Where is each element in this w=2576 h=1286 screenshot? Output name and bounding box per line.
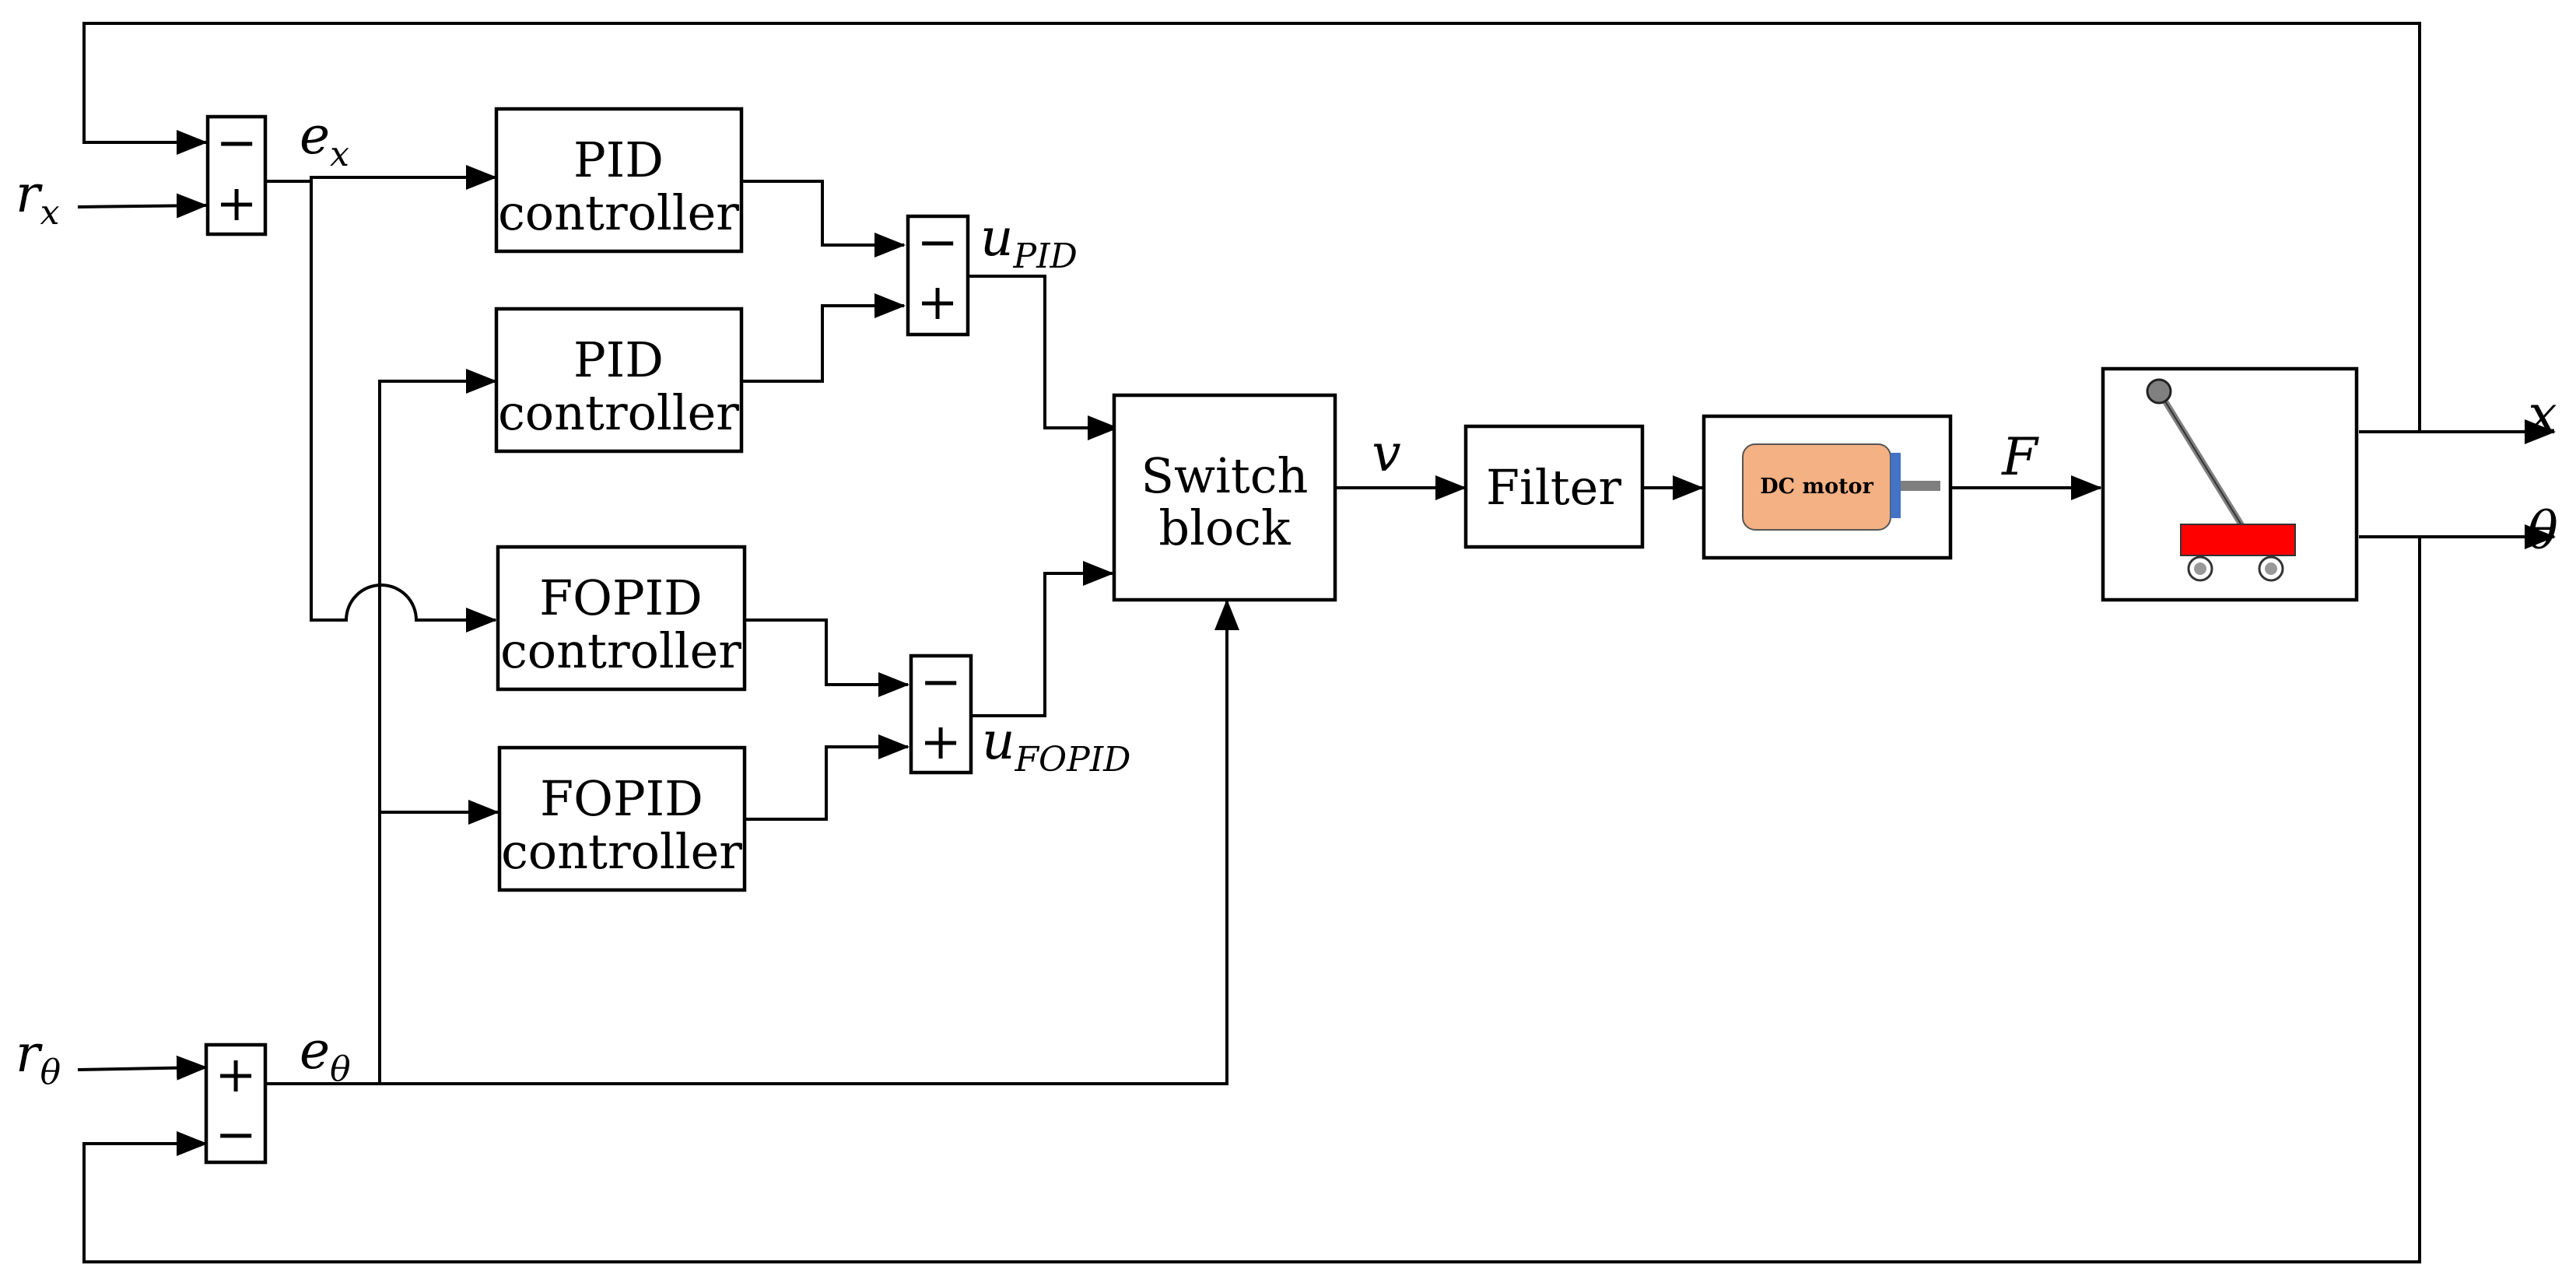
- switch-block-title: Switch: [1141, 447, 1309, 504]
- x-output-label: x: [2528, 384, 2557, 444]
- rx-input-wire: [77, 193, 208, 219]
- sum-pid-top-sign: −: [916, 214, 959, 272]
- sum-theta-bottom-sign: −: [215, 1106, 257, 1164]
- ex-label: ex: [300, 106, 349, 174]
- cart-pendulum-plant: [2101, 366, 2359, 602]
- ex-to-fopid1-wire: [310, 181, 497, 632]
- fopid-controller-2-subtitle: controller: [501, 823, 742, 880]
- sum-theta-top-sign: +: [215, 1046, 257, 1104]
- sum-junction-pid: − +: [906, 214, 970, 337]
- fopid-controller-1-subtitle: controller: [500, 622, 741, 679]
- ufopid-label: uFOPID: [982, 711, 1130, 780]
- sum-pid-bottom-sign: +: [916, 274, 959, 331]
- pendulum-bob: [2146, 378, 2172, 405]
- etheta-bus-wire: [266, 369, 497, 1085]
- force-label: F: [2001, 427, 2039, 487]
- fopid-controller-1: FOPID controller: [496, 545, 747, 692]
- pid-controller-1: PID controller: [494, 107, 744, 254]
- switch-block: Switch block: [1112, 393, 1337, 602]
- v-label: v: [1372, 423, 1400, 483]
- pid-controller-2-title: PID: [573, 331, 664, 388]
- rtheta-label: rθ: [16, 1024, 61, 1092]
- pid-controller-2-subtitle: controller: [498, 384, 739, 441]
- cart-body: [2180, 524, 2296, 556]
- switch-block-subtitle: block: [1158, 499, 1291, 556]
- motor-face: [1891, 453, 1901, 518]
- sum-junction-fopid: − +: [909, 654, 973, 775]
- pid-controller-1-title: PID: [573, 131, 664, 188]
- motor-shaft: [1901, 481, 1940, 491]
- fopid2-out-wire: [745, 734, 909, 821]
- filter-block: Filter: [1463, 424, 1645, 549]
- sum-x-bottom-sign: +: [216, 175, 258, 233]
- filter-label: Filter: [1486, 459, 1621, 516]
- sum-fopid-top-sign: −: [920, 654, 962, 711]
- fopid-controller-2-title: FOPID: [540, 770, 703, 827]
- wires: [77, 22, 2556, 1263]
- fopid-controller-1-title: FOPID: [539, 569, 703, 626]
- pid-controller-1-subtitle: controller: [498, 184, 739, 241]
- fopid-controller-2: FOPID controller: [497, 745, 747, 892]
- rtheta-input-wire: [77, 1055, 208, 1081]
- etheta-label: eθ: [300, 1021, 351, 1089]
- pid1-out-wire: [741, 180, 906, 258]
- theta-output-label: θ: [2527, 501, 2558, 561]
- rx-label: rx: [16, 164, 60, 233]
- dc-motor-block: DC motor: [1702, 414, 1953, 560]
- sum-x-top-sign: −: [216, 114, 258, 172]
- pid2-out-wire: [741, 293, 906, 383]
- upid-wire: [969, 275, 1119, 440]
- ex-to-pid1-wire: [266, 165, 497, 190]
- motor-label: DC motor: [1760, 475, 1873, 499]
- upid-label: uPID: [980, 208, 1078, 276]
- ufopid-wire: [971, 561, 1114, 717]
- feedback-theta-wire: [82, 537, 2421, 1263]
- pid-controller-2: PID controller: [494, 307, 744, 454]
- sum-junction-x: − +: [205, 114, 268, 237]
- etheta-to-switch-wire: [380, 599, 1239, 1085]
- fopid1-out-wire: [745, 618, 909, 697]
- feedback-x-wire: [82, 22, 2421, 432]
- sum-fopid-bottom-sign: +: [920, 713, 962, 771]
- sum-junction-theta: + −: [204, 1042, 268, 1165]
